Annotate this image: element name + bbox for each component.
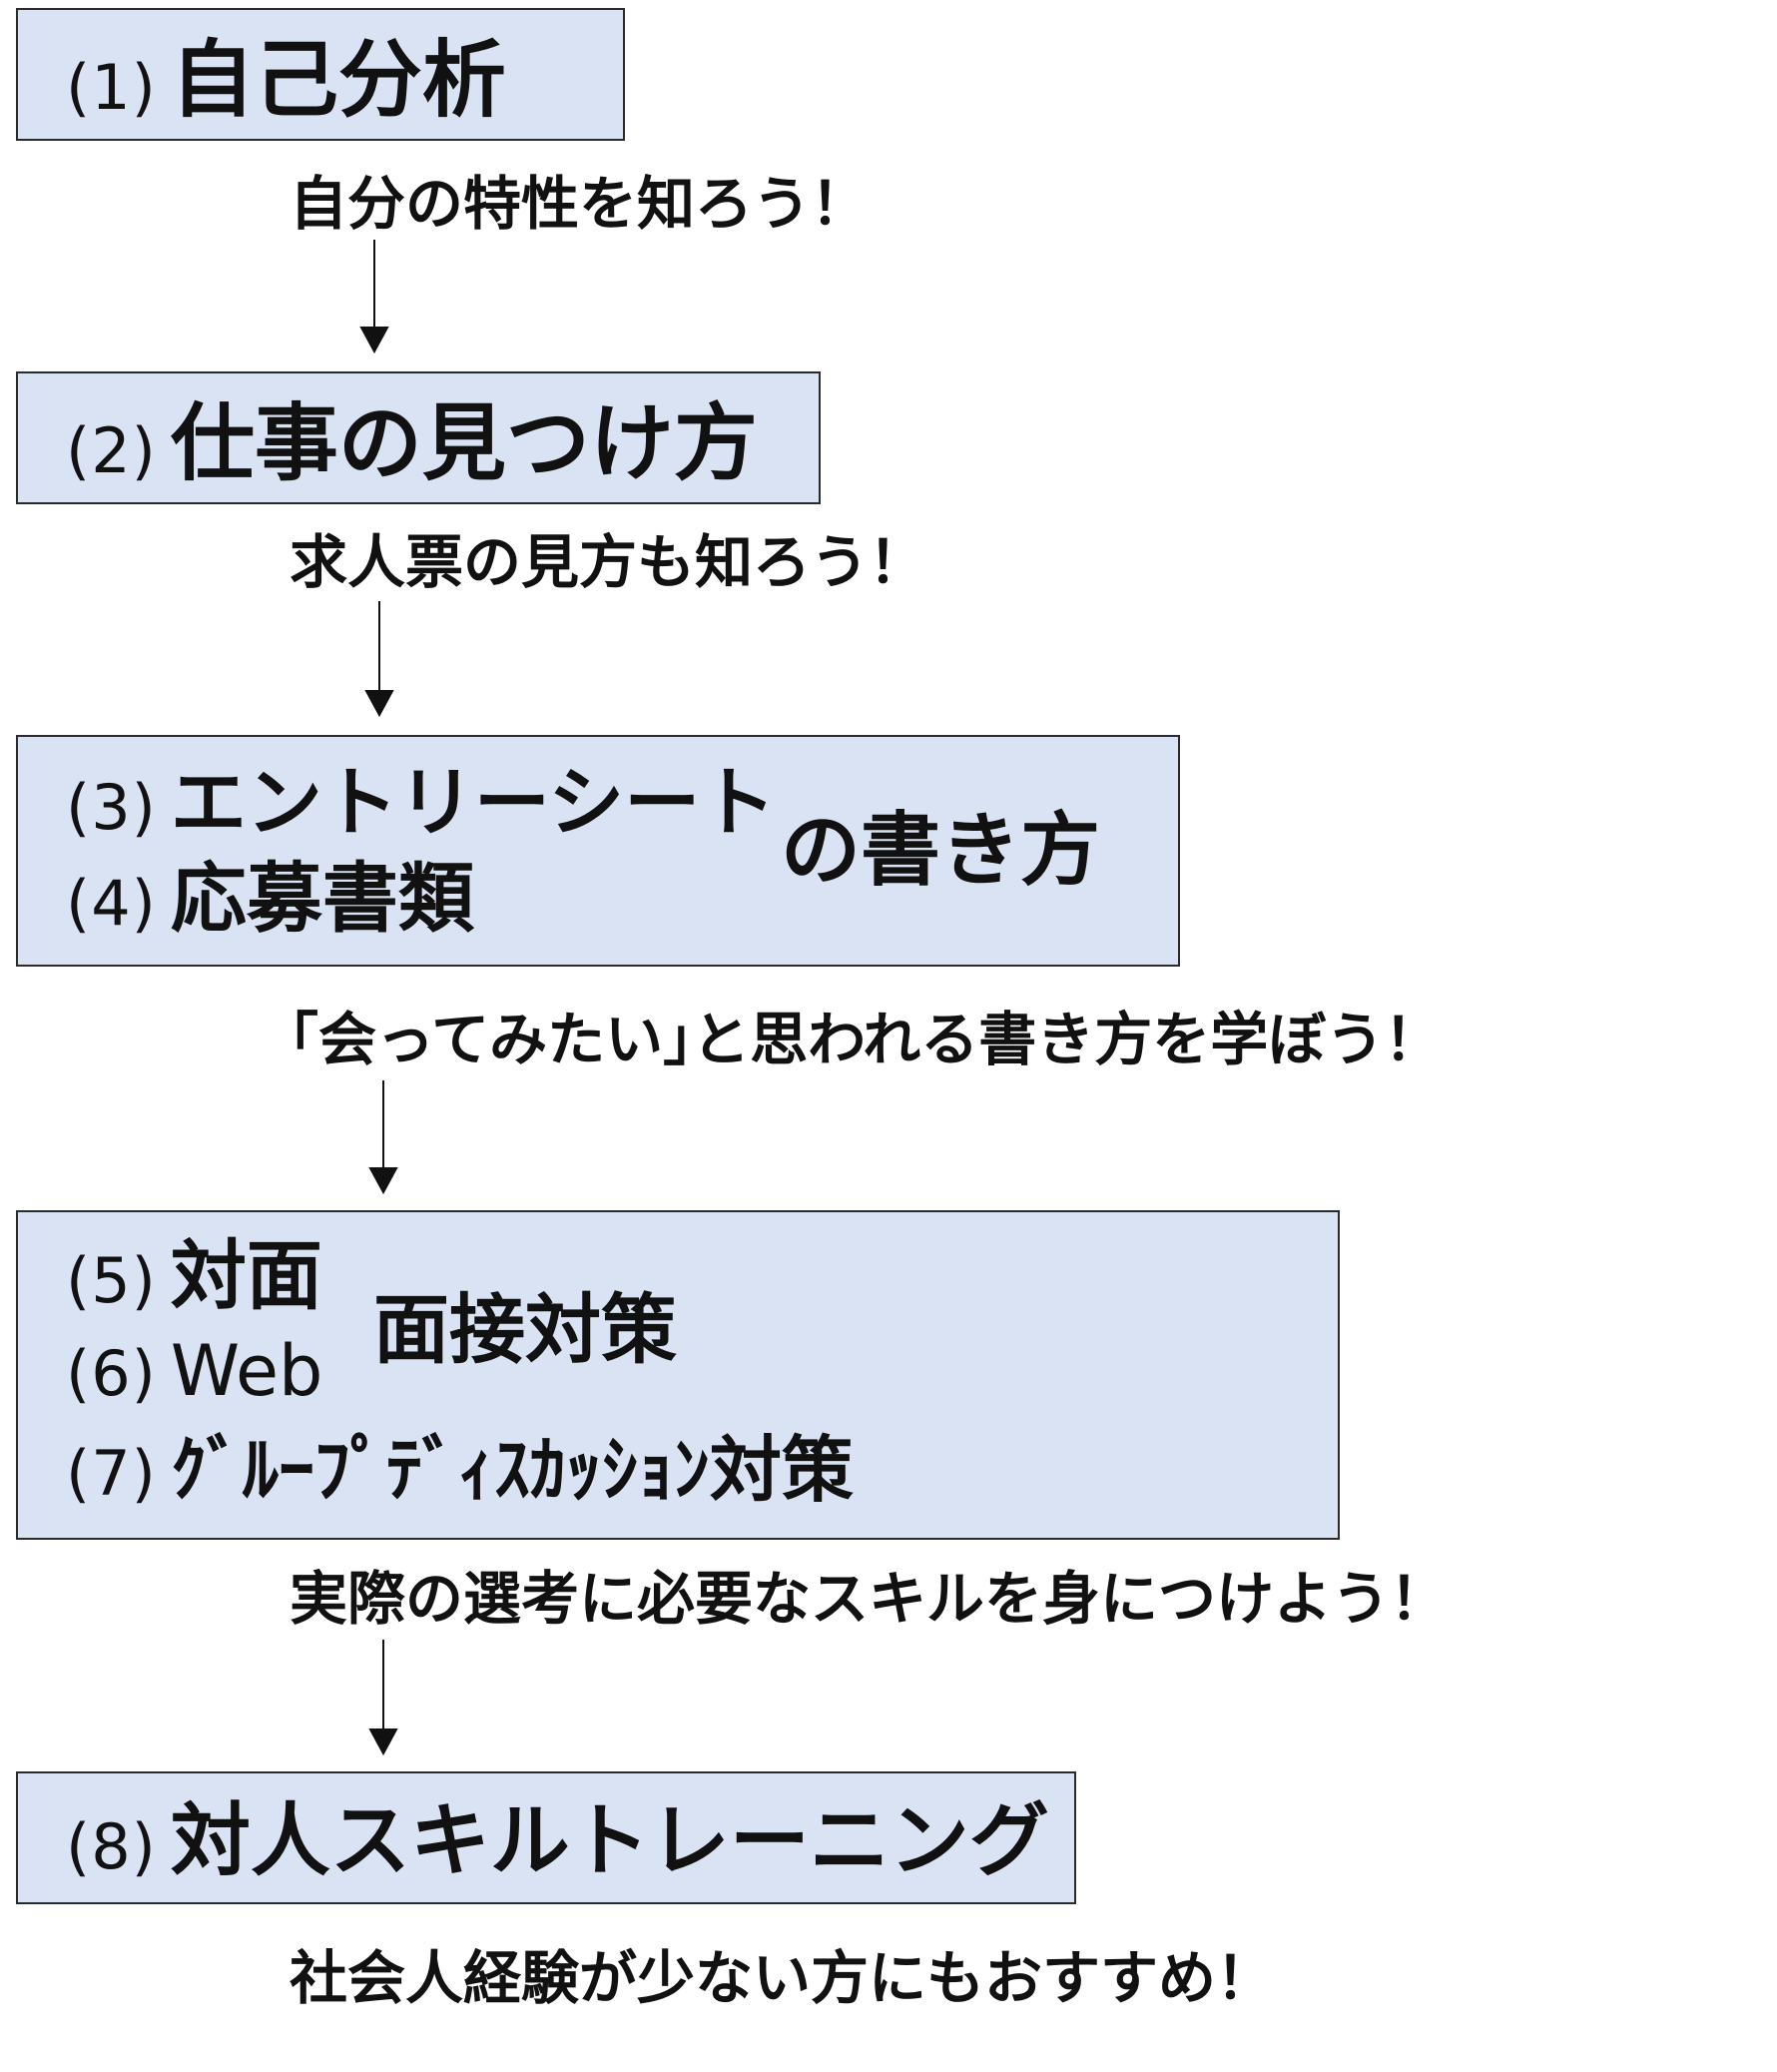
step-8-title: 対人スキルトレーニング — [170, 1794, 1049, 1887]
step-2-title: 仕事の見つけ方 — [170, 394, 758, 492]
caption-1: 自分の特性を知ろう！ — [290, 170, 870, 238]
step-3-title: エントリーシート — [170, 758, 777, 847]
caption-4: 実際の選考に必要なスキルを身につけよう！ — [290, 1565, 1449, 1633]
step-7-line: (7) ｸﾞﾙｰﾌﾟﾃﾞｨｽｶｯｼｮﾝ対策 — [66, 1434, 854, 1506]
step-4-number: (4) — [66, 867, 157, 940]
step-8-line: (8) 対人スキルトレーニング — [66, 1801, 1049, 1881]
step-4-title: 応募書類 — [170, 854, 474, 943]
step-6-number: (6) — [66, 1337, 157, 1410]
step-5-number: (5) — [66, 1244, 157, 1317]
step-2-box: (2) 仕事の見つけ方 — [16, 371, 821, 504]
step-6-title: Web — [170, 1330, 323, 1412]
step-1-title: 自己分析 — [170, 31, 506, 129]
step-5-6-suffix: 面接対策 — [373, 1285, 677, 1374]
caption-3: ｢会ってみたい｣と思われる書き方を学ぼう！ — [290, 1006, 1443, 1073]
step-3-number: (3) — [66, 771, 157, 844]
step-2-number: (2) — [66, 414, 157, 487]
step-5-title: 対面 — [170, 1231, 322, 1320]
step-3-4-box: (3) エントリーシート (4) 応募書類 の書き方 — [16, 735, 1180, 967]
arrow-2-head — [364, 690, 394, 718]
step-3-line: (3) エントリーシート — [66, 765, 776, 841]
arrow-1-head — [359, 327, 389, 354]
step-7-title: ｸﾞﾙｰﾌﾟﾃﾞｨｽｶｯｼｮﾝ対策 — [170, 1428, 854, 1512]
caption-2: 求人票の見方も知ろう！ — [290, 528, 927, 596]
step-7-number: (7) — [66, 1437, 157, 1510]
arrow-3-head — [368, 1167, 398, 1195]
step-1-line: (1) 自己分析 — [66, 38, 506, 122]
arrow-4-head — [368, 1728, 398, 1756]
step-3-4-suffix: の書き方 — [781, 804, 1100, 897]
step-1-box: (1) 自己分析 — [16, 8, 625, 141]
step-5-7-box: (5) 対面 (6) Web (7) ｸﾞﾙｰﾌﾟﾃﾞｨｽｶｯｼｮﾝ対策 面接対… — [16, 1210, 1340, 1540]
step-1-number: (1) — [66, 51, 157, 124]
step-8-box: (8) 対人スキルトレーニング — [16, 1771, 1076, 1904]
step-8-number: (8) — [66, 1810, 157, 1883]
caption-5: 社会人経験が少ない方にもおすすめ！ — [290, 1944, 1275, 2012]
step-4-line: (4) 応募書類 — [66, 861, 474, 937]
step-6-line: (6) Web — [66, 1336, 322, 1406]
step-5-line: (5) 対面 — [66, 1238, 322, 1314]
step-2-line: (2) 仕事の見つけ方 — [66, 401, 758, 485]
